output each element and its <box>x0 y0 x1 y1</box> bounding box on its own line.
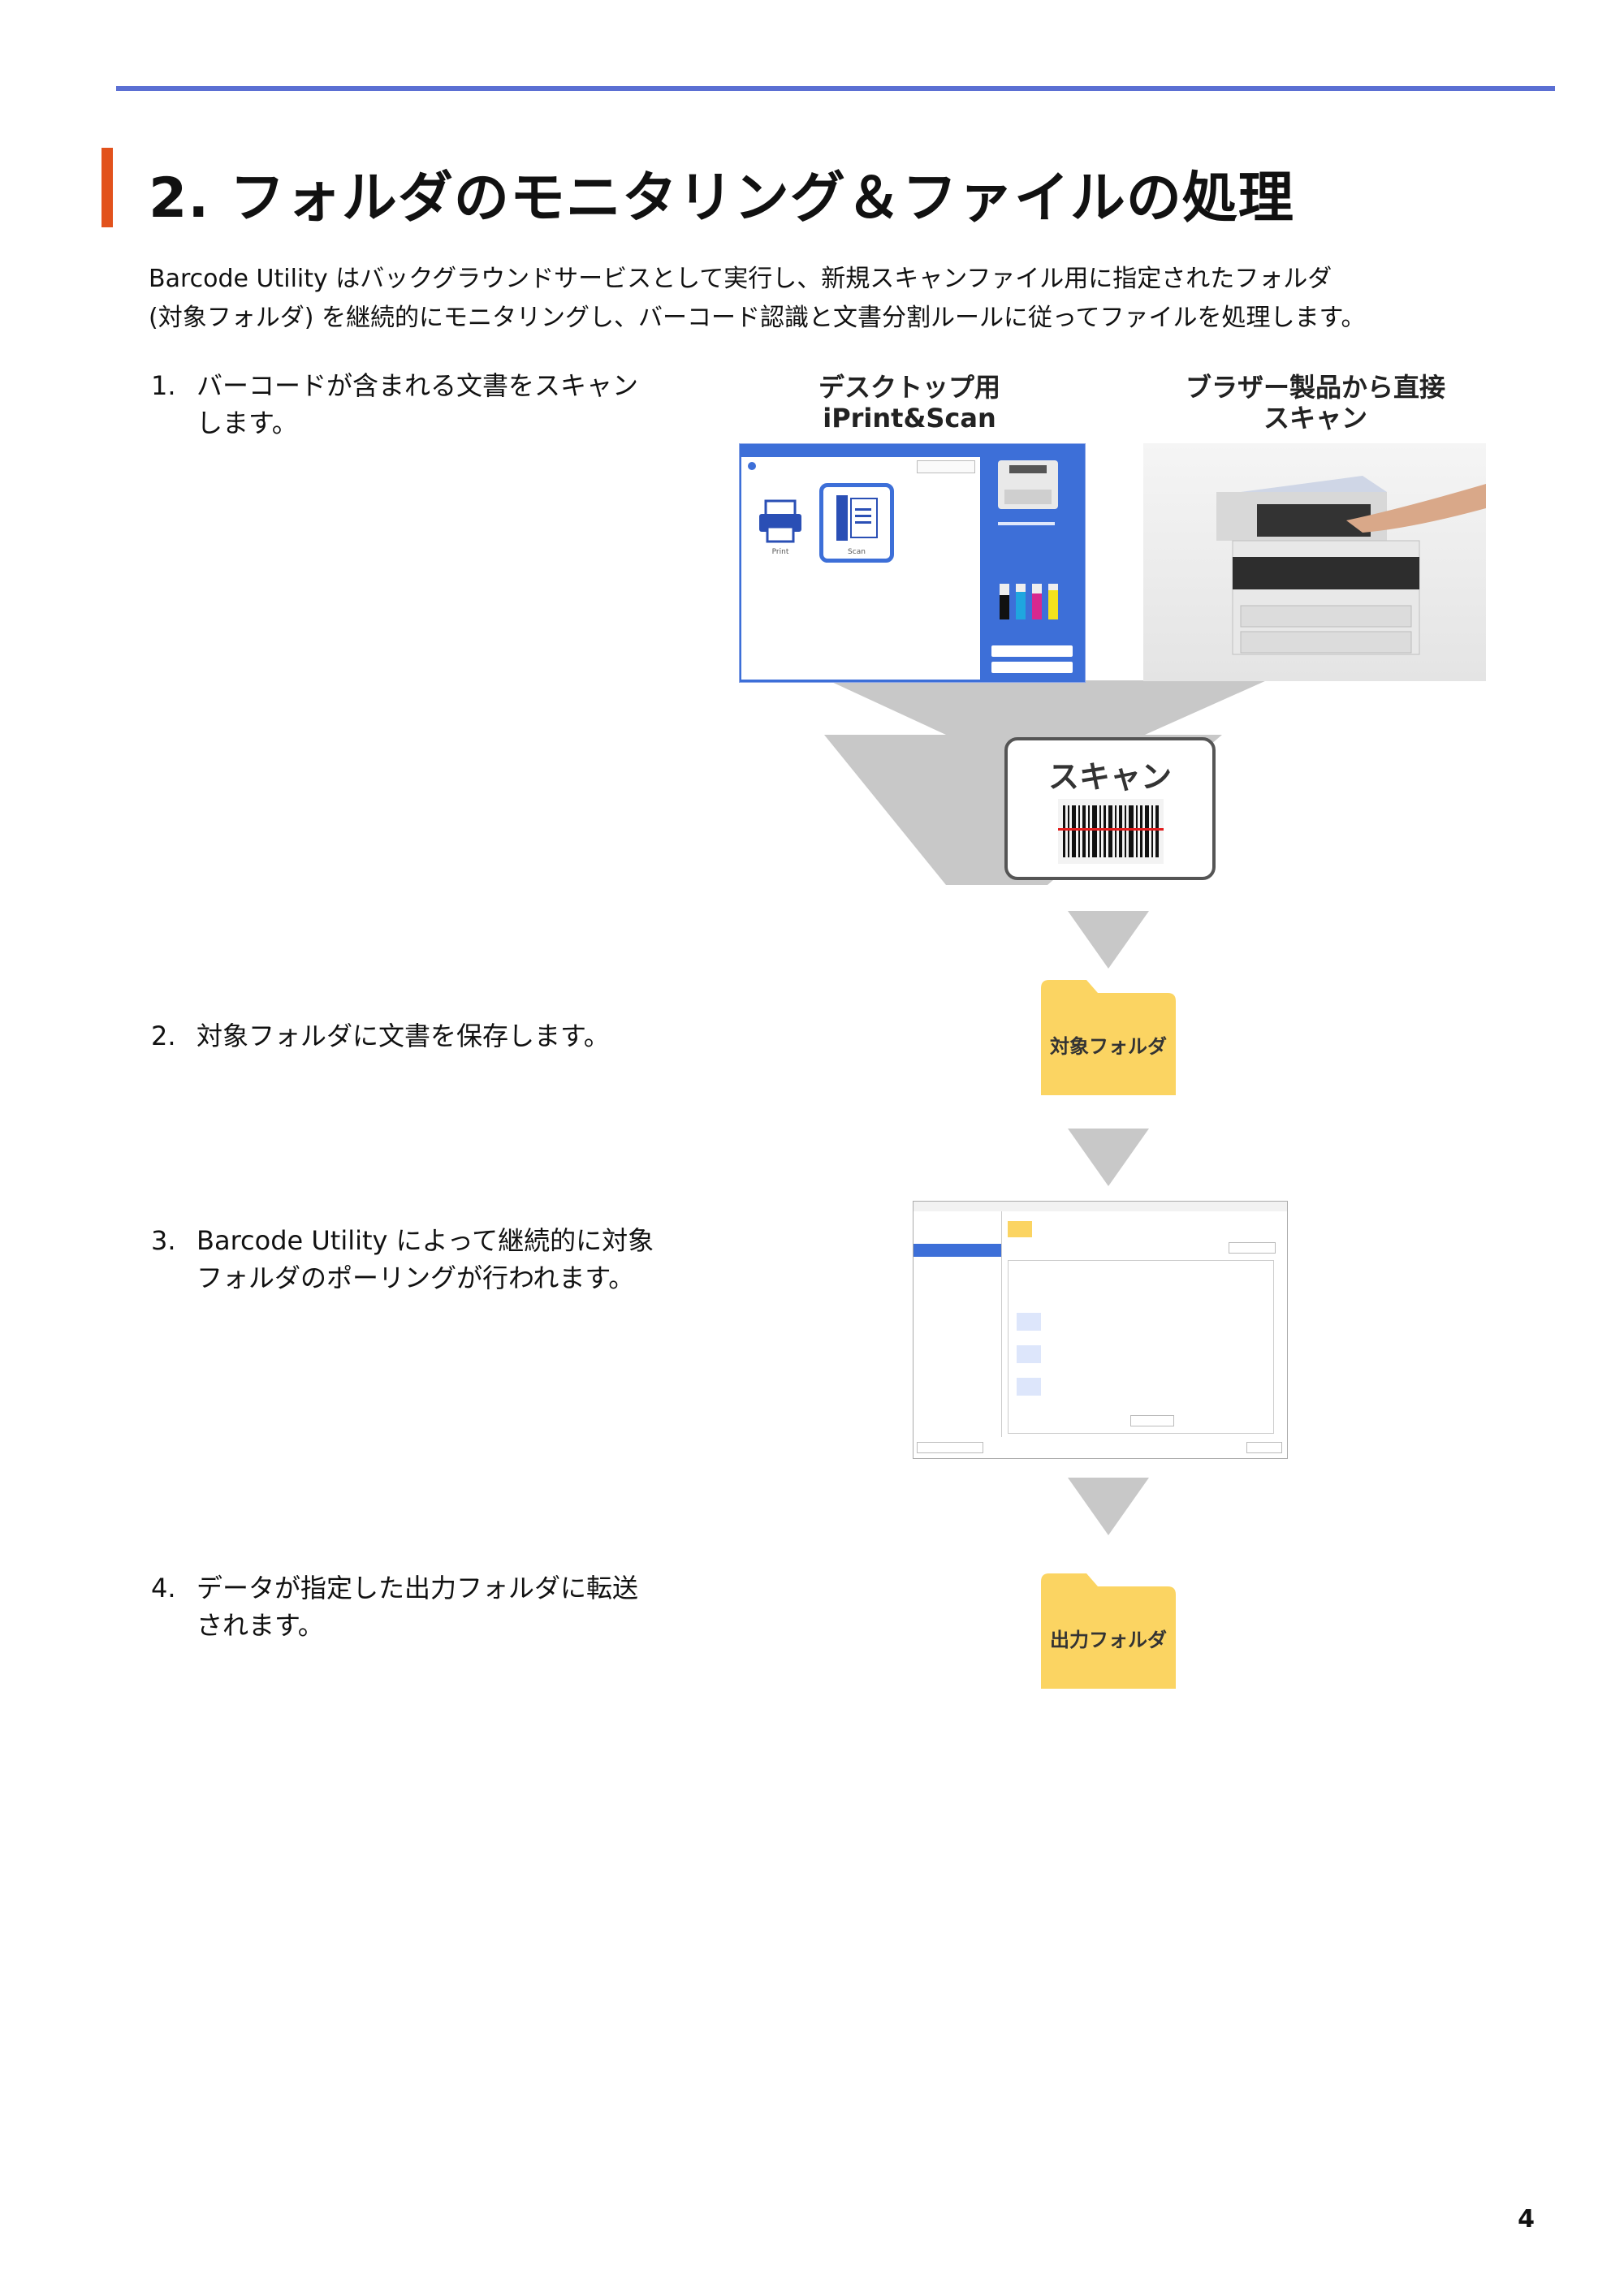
intro-line-2: (対象フォルダ) を継続的にモニタリングし、バーコード認識と文書分割ルールに従っ… <box>149 304 1366 332</box>
scan-tile: Scan <box>819 483 894 563</box>
rules-panel <box>1008 1260 1274 1434</box>
desktop-caption: デスクトップ用 iPrint&Scan <box>818 372 1000 434</box>
scan-settings-button <box>991 645 1073 657</box>
folder-icon <box>1008 1221 1032 1237</box>
device-name-text <box>998 522 1055 525</box>
device-caption: ブラザー製品から直接 スキャン <box>1185 372 1445 434</box>
step-text-line: Barcode Utility によって継続的に対象 <box>197 1225 654 1256</box>
step-number: 4. <box>151 1573 176 1603</box>
scan-box-label: スキャン <box>1047 759 1172 795</box>
target-folder-label: 対象フォルダ <box>1050 1035 1167 1058</box>
selected-workflow <box>914 1244 1001 1257</box>
device-photo <box>1143 443 1486 681</box>
printer-icon <box>759 499 801 543</box>
close-button <box>1246 1442 1282 1453</box>
window-titlebar <box>914 1202 1287 1211</box>
step-text-line: フォルダのポーリングが行われます。 <box>197 1262 635 1293</box>
down-arrow-1 <box>1068 911 1149 969</box>
intro-line-1: Barcode Utility はバックグラウンドサービスとして実行し、新規スキ… <box>149 265 1332 293</box>
output-folder: 出力フォルダ <box>1039 1570 1177 1690</box>
barcode-utility-window <box>913 1201 1288 1459</box>
down-arrow-3 <box>1068 1478 1149 1535</box>
step-text-line: されます。 <box>197 1610 324 1641</box>
step-text-line: 対象フォルダに文書を保存します。 <box>197 1021 610 1051</box>
ink-levels <box>1000 584 1058 619</box>
page-title: 2. フォルダのモニタリング＆ファイルの処理 <box>149 166 1294 231</box>
barcode-icon <box>1058 799 1164 864</box>
top-rule <box>116 86 1555 91</box>
select-machine-button <box>991 662 1073 673</box>
device-thumbnail <box>998 460 1058 509</box>
workflow-sidebar <box>914 1211 1002 1437</box>
page-number: 4 <box>1518 2205 1535 2233</box>
intro-paragraph: Barcode Utility はバックグラウンドサービスとして実行し、新規スキ… <box>149 260 1545 338</box>
target-folder: 対象フォルダ <box>1039 977 1177 1097</box>
step-text-line: データが指定した出力フォルダに転送 <box>197 1573 639 1603</box>
step-number: 3. <box>151 1225 176 1256</box>
folder-icon <box>1041 980 1176 1095</box>
output-folder-label: 出力フォルダ <box>1050 1629 1167 1651</box>
browse-button <box>1229 1242 1276 1254</box>
add-icon <box>748 462 756 470</box>
print-tile: Print <box>756 496 805 556</box>
folder-icon <box>1041 1573 1176 1689</box>
step-number: 2. <box>151 1021 176 1051</box>
app-main-panel: Print Scan <box>741 457 980 680</box>
create-workflow-button <box>917 460 975 473</box>
iprint-scan-window: Print Scan <box>739 443 1086 683</box>
document-stack-icon <box>836 495 878 541</box>
down-arrow-2 <box>1068 1129 1149 1186</box>
settings-button <box>917 1442 983 1453</box>
printer-illustration <box>1216 476 1486 655</box>
scan-box: スキャン <box>1004 737 1216 880</box>
print-tile-label: Print <box>771 548 789 556</box>
scan-tile-label: Scan <box>848 548 866 556</box>
step-text-line: します。 <box>197 408 298 438</box>
title-accent-bar <box>102 148 113 227</box>
step-number: 1. <box>151 370 176 401</box>
step-text-line: バーコードが含まれる文書をスキャン <box>197 370 639 401</box>
